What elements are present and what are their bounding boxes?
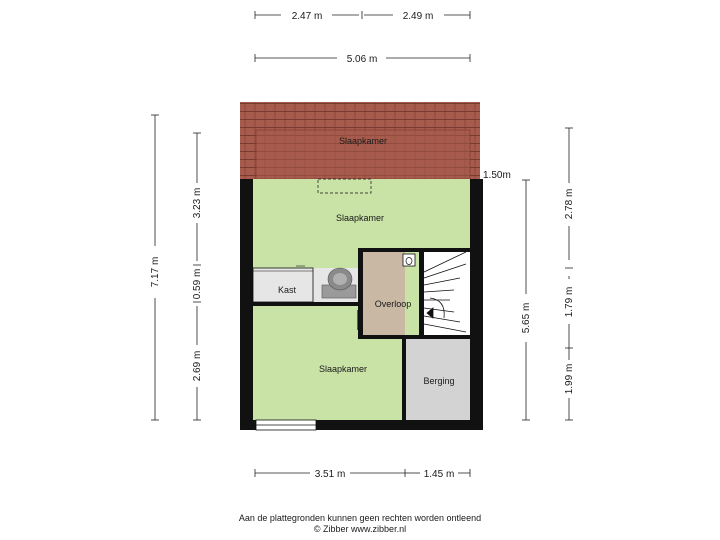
walls [240, 179, 483, 430]
dim-left-upper: 3.23 m [192, 188, 203, 219]
room-label-bedroom-bottom: Slaapkamer [319, 364, 367, 374]
dim-right-middle: 1.79 m [564, 287, 575, 318]
footer-copyright: © Zibber www.zibber.nl [313, 524, 407, 534]
attic-area [255, 129, 471, 180]
attic-hatch [317, 178, 372, 194]
room-label-storage: Berging [423, 376, 454, 386]
dim-right-upper: 2.78 m [564, 189, 575, 220]
dim-top-left: 2.47 m [292, 11, 323, 22]
dim-top-total: 5.06 m [347, 54, 378, 65]
room-label-closet: Kast [278, 285, 297, 295]
dim-left-middle: 0.59 m [192, 269, 203, 300]
footer-disclaimer: Aan de plattegronden kunnen geen rechten… [238, 513, 482, 523]
dim-left-lower: 2.69 m [192, 351, 203, 382]
staircase [423, 251, 467, 333]
room-label-landing: Overloop [375, 299, 412, 309]
dim-right-lower: 1.99 m [564, 364, 575, 395]
closet-outline [252, 267, 314, 303]
dim-right-total: 5.65 m [521, 303, 532, 334]
room-label-bedroom-top: Slaapkamer [336, 213, 384, 223]
storage-floor [406, 335, 470, 420]
dim-bottom-right: 1.45 m [424, 469, 455, 480]
roof-height-label: 1.50m [483, 170, 511, 181]
dimension-lines [151, 11, 573, 477]
dim-left-total: 7.17 m [150, 257, 161, 288]
dim-top-right: 2.49 m [403, 11, 434, 22]
landing-floor [363, 252, 405, 335]
dim-bottom-left: 3.51 m [315, 469, 346, 480]
stair-area [424, 252, 470, 335]
room-label-attic: Slaapkamer [339, 136, 387, 146]
